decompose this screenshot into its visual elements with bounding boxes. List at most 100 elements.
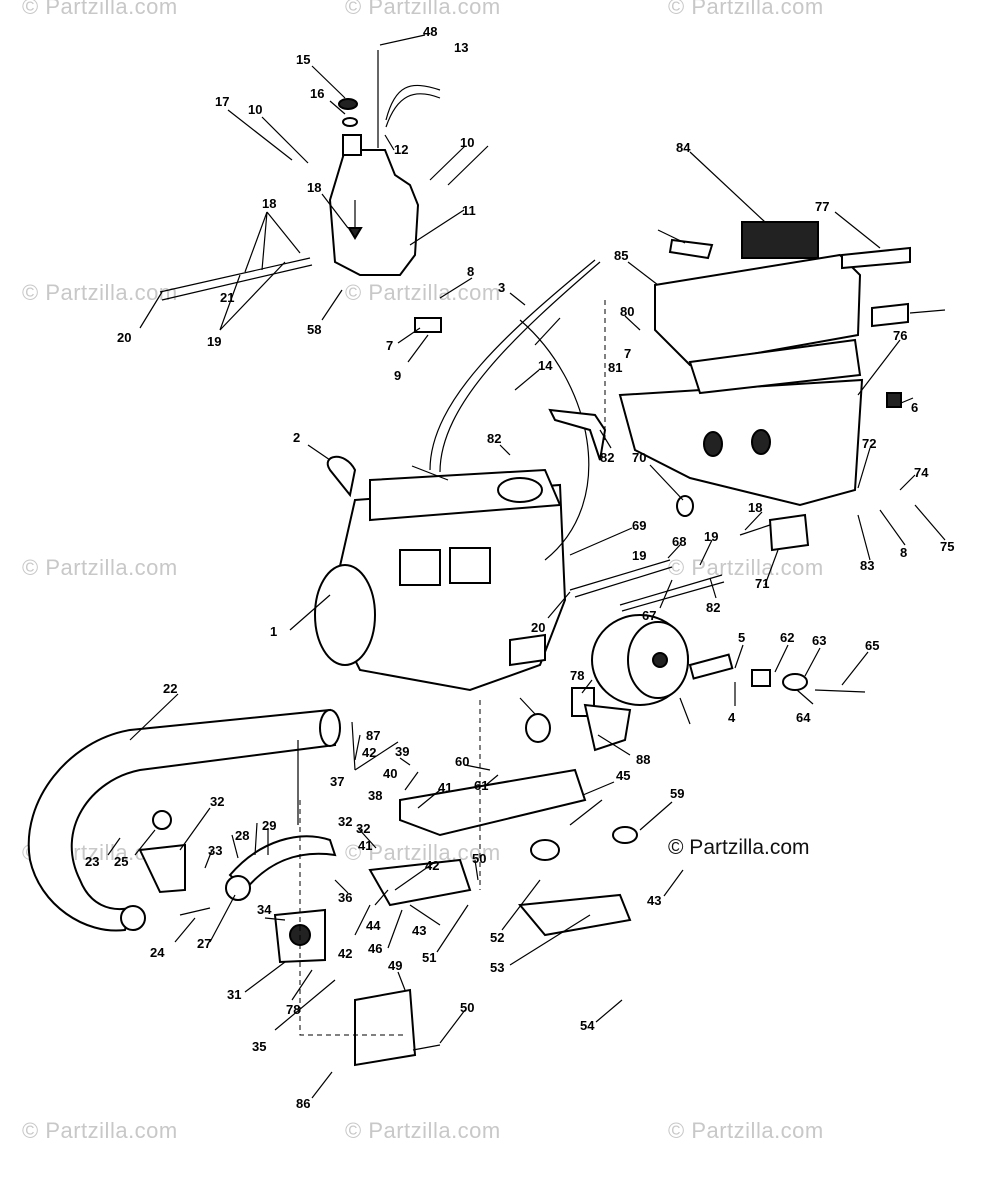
callout: 2	[293, 430, 300, 445]
callout: 11	[462, 203, 476, 218]
callout: 19	[632, 548, 646, 563]
callout: 8	[467, 264, 474, 279]
callout: 14	[538, 358, 553, 373]
watermark: © Partzilla.com	[668, 555, 824, 580]
callout: 64	[796, 710, 811, 725]
callout: 78	[286, 1002, 300, 1017]
callout: 41	[358, 838, 372, 853]
callout: 6	[911, 400, 918, 415]
callout: 33	[208, 843, 222, 858]
callout: 69	[632, 518, 646, 533]
callout: 77	[815, 199, 829, 214]
callout: 50	[472, 851, 486, 866]
callout: 20	[531, 620, 545, 635]
callout: 21	[220, 290, 234, 305]
oil-tank	[159, 50, 442, 333]
callout: 68	[672, 534, 686, 549]
callout: 76	[893, 328, 907, 343]
callout: 7	[386, 338, 393, 353]
callout: 41	[438, 780, 452, 795]
callout: 24	[150, 945, 165, 960]
callout: 3	[498, 280, 505, 295]
callout: 51	[422, 950, 436, 965]
callout: 39	[395, 744, 409, 759]
callout: 35	[252, 1039, 266, 1054]
callout: 74	[914, 465, 929, 480]
callout: 32	[356, 821, 370, 836]
callout: 19	[207, 334, 221, 349]
clutch	[525, 614, 866, 752]
watermark: © Partzilla.com	[22, 0, 178, 19]
fuel-lines	[548, 408, 810, 612]
watermark: © Partzilla.com	[345, 1118, 501, 1143]
callout: 4	[728, 710, 736, 725]
engine	[314, 259, 601, 692]
callout: 32	[210, 794, 224, 809]
callout: 48	[423, 24, 437, 39]
callout: 17	[215, 94, 229, 109]
callout: 80	[620, 304, 634, 319]
callout: 22	[163, 681, 177, 696]
callout: 88	[636, 752, 650, 767]
exhaust	[27, 708, 356, 932]
callout: 63	[812, 633, 826, 648]
watermark: © Partzilla.com	[22, 280, 178, 305]
air-box	[618, 221, 911, 507]
callout: 7	[624, 346, 631, 361]
callout: 20	[117, 330, 131, 345]
callout: 25	[114, 854, 128, 869]
callout: 86	[296, 1096, 310, 1111]
callout: 16	[310, 86, 324, 101]
watermark: © Partzilla.com	[668, 0, 824, 19]
callout: 38	[368, 788, 382, 803]
callout: 42	[425, 858, 439, 873]
callout: 53	[490, 960, 504, 975]
callout: 54	[580, 1018, 595, 1033]
callout: 31	[227, 987, 241, 1002]
callout: 18	[748, 500, 762, 515]
callout: 42	[362, 745, 376, 760]
callout: 29	[262, 818, 276, 833]
callout: 45	[616, 768, 630, 783]
callout: 49	[388, 958, 402, 973]
callout: 44	[366, 918, 381, 933]
callout: 70	[632, 450, 646, 465]
callout: 36	[338, 890, 352, 905]
callout: 65	[865, 638, 879, 653]
callout: 18	[307, 180, 321, 195]
mount-plates	[273, 300, 638, 1067]
watermark: © Partzilla.com	[22, 555, 178, 580]
callout: 27	[197, 936, 211, 951]
callout: 71	[755, 576, 769, 591]
callout: 46	[368, 941, 382, 956]
callout-labels: 48 13 15 16 17 10 12 10 18 18 11 21 20 1…	[85, 24, 954, 1111]
callout: 43	[647, 893, 661, 908]
callout: 62	[780, 630, 794, 645]
callout: 18	[262, 196, 276, 211]
watermark: © Partzilla.com	[345, 280, 501, 305]
callout: 81	[608, 360, 622, 375]
callout: 78	[570, 668, 584, 683]
callout: 32	[338, 814, 352, 829]
callout: 83	[860, 558, 874, 573]
copyright-text: © Partzilla.com	[668, 836, 810, 859]
callout: 10	[460, 135, 474, 150]
watermark: © Partzilla.com	[22, 1118, 178, 1143]
leader-lines	[107, 34, 946, 1099]
callout: 72	[862, 436, 876, 451]
callout: 40	[383, 766, 397, 781]
callout: 37	[330, 774, 344, 789]
callout: 82	[600, 450, 614, 465]
callout: 82	[487, 431, 501, 446]
callout: 10	[248, 102, 262, 117]
callout: 23	[85, 854, 99, 869]
callout: 43	[412, 923, 426, 938]
callout: 19	[704, 529, 718, 544]
callout: 82	[706, 600, 720, 615]
callout: 42	[338, 946, 352, 961]
callout: 87	[366, 728, 380, 743]
callout: 15	[296, 52, 310, 67]
callout: 59	[670, 786, 684, 801]
